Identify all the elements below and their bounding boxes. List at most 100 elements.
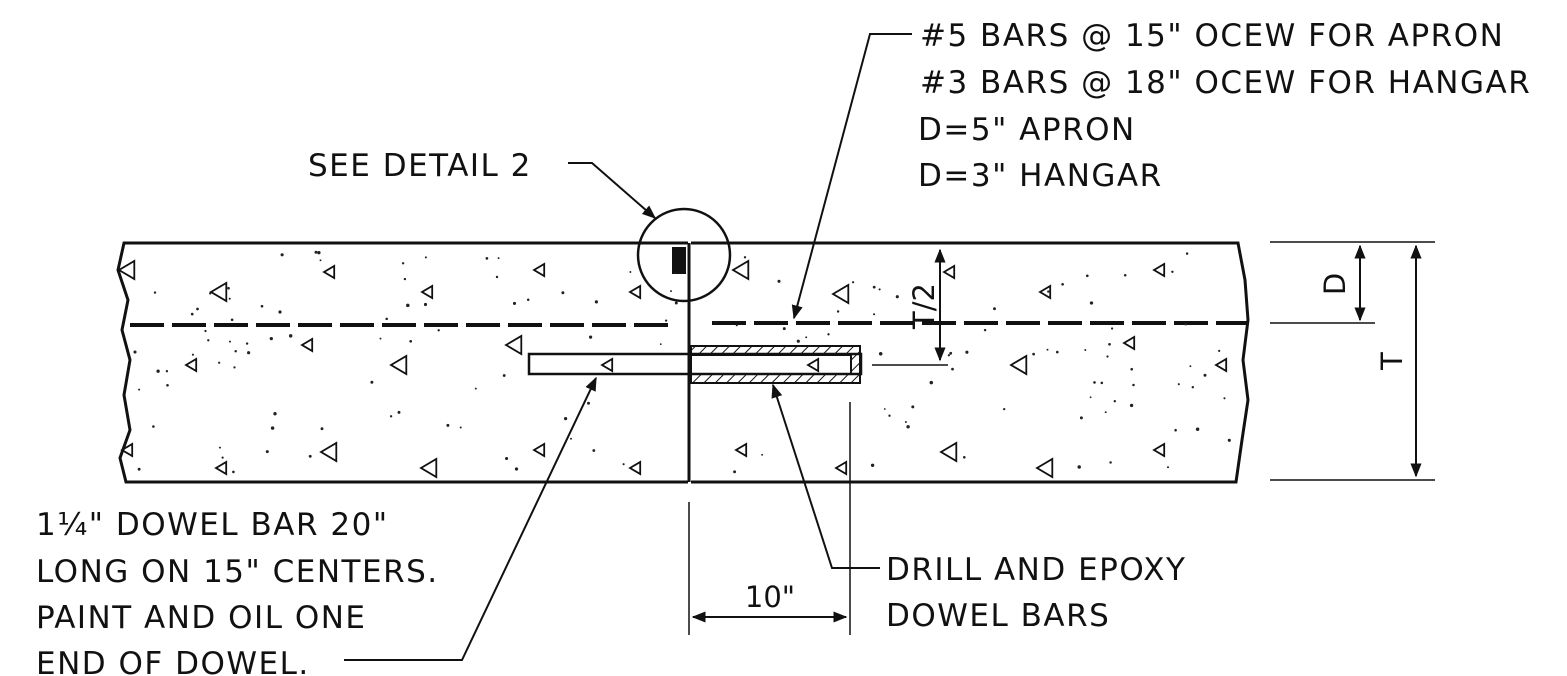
aggregate-dot [629,271,632,273]
aggregate-dot [1084,349,1087,351]
aggregate-dot [232,470,235,474]
aggregate-dot [883,408,886,410]
aggregate-dot [587,401,590,405]
aggregate-symbol [209,281,228,303]
aggregate-dot [319,259,322,262]
aggregate-dot [777,279,781,283]
aggregate-dot [401,262,405,265]
aggregate-dot [1130,367,1133,371]
aggregate-dot [1195,427,1200,432]
aggregate-symbol [1035,457,1054,479]
aggregate-dot [1108,342,1111,346]
aggregate-dot [379,337,382,340]
aggregate-dot [805,336,808,339]
aggregate-dot [505,456,509,461]
aggregate-dot [1110,327,1114,330]
aggregate-dot [714,320,717,323]
aggregate-dot [218,446,221,449]
aggregate-dot [592,449,596,452]
reinforcement-note-line-2: #3 BARS @ 18" OCEW FOR HANGAR [920,65,1531,101]
aggregate-dot [570,437,572,440]
aggregate-dot [230,318,234,322]
aggregate-dot [409,339,413,343]
aggregate-dot [1185,252,1189,255]
aggregate-dot [1061,282,1064,286]
epoxy-note-line-2: DOWEL BARS [886,598,1110,634]
aggregate-dot [904,421,907,423]
epoxy-note-line-1: DRILL AND EPOXY [886,552,1186,588]
aggregate-symbol [939,441,958,463]
aggregate-dot [227,286,230,290]
aggregate-dot [929,380,934,385]
left-slab-outline [116,241,688,484]
aggregate-dot [495,275,499,279]
aggregate-symbol [420,284,434,300]
aggregate-dot [1104,411,1107,414]
aggregate-dot [424,256,427,259]
depth-label: D [1318,273,1352,295]
aggregate-dot [288,334,293,338]
aggregate-dot [514,467,519,471]
aggregate-dot [782,327,786,331]
dowel-note-line-4: END OF DOWEL. [36,646,310,676]
aggregate-dot [207,339,210,342]
aggregate-symbol [532,262,546,278]
aggregate-dot [474,387,477,390]
aggregate-symbol [300,337,314,353]
aggregate-dot [221,456,224,459]
aggregate-dot [233,366,236,369]
aggregate-symbol [942,264,956,280]
aggregate-dot [247,351,251,355]
aggregate-dot [133,350,137,354]
epoxy-sleeve [690,345,861,384]
aggregate-dot [317,251,321,255]
aggregate-dot [196,307,199,311]
aggregate-dot [761,453,764,456]
reinforcement-leader [791,33,912,320]
aggregate-dot [895,295,899,299]
aggregate-dot [1171,270,1174,274]
aggregate-dot [502,374,506,377]
aggregate-dot [138,388,141,391]
aggregate-dot [1047,290,1050,293]
aggregate-symbol [389,354,408,376]
embed-length-label: 10" [745,580,795,614]
aggregate-dot [314,250,318,254]
aggregate-dot [229,340,231,343]
joint-sealant [672,247,686,274]
aggregate-symbol [322,264,336,280]
aggregate-symbol [419,457,438,479]
aggregate-dot [406,303,410,308]
aggregate-symbol [1009,354,1028,376]
aggregate-dot [1177,383,1180,386]
aggregate-dot [594,300,599,304]
aggregate-dot [512,301,517,305]
aggregate-dot [1089,301,1094,305]
aggregate-symbol [504,334,523,356]
aggregate-dot [1191,386,1195,389]
aggregate-dot [459,426,462,429]
aggregate-dot [389,415,393,418]
aggregate-dot [260,304,264,308]
aggregate-dot [1123,274,1127,277]
reinforcement-note-line-1: #5 BARS @ 15" OCEW FOR APRON [920,18,1504,54]
aggregate-dot [951,367,954,371]
aggregate-dot [204,329,207,333]
dowel-note-line-3: PAINT AND OIL ONE [36,600,367,636]
dowel-note-line-1: 1¼" DOWEL BAR 20" [36,507,389,543]
aggregate-dot [1166,466,1170,469]
aggregate-dot [1003,407,1006,411]
aggregate-dot [497,257,500,260]
aggregate-symbol [184,357,198,373]
aggregate-dot [1077,465,1081,469]
aggregate-dot [1056,350,1059,354]
aggregate-dot [1085,274,1089,278]
aggregate-dot [1032,352,1035,356]
aggregate-dot [385,317,388,321]
aggregate-symbol [1038,284,1052,300]
aggregate-dot [735,324,738,327]
aggregate-dot [1203,373,1207,377]
aggregate-symbol [834,460,848,476]
aggregate-dot [152,425,155,428]
aggregate-dot [397,410,401,414]
